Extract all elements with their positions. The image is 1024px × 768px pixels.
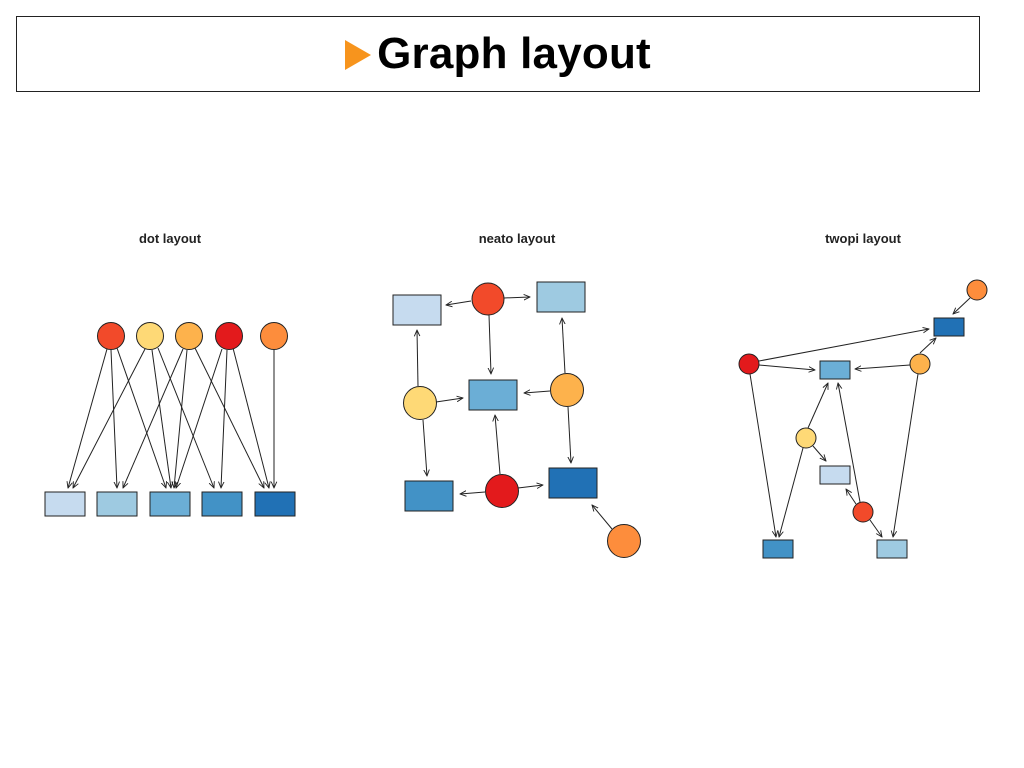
twopi-node-mid-blue bbox=[819, 360, 851, 380]
dot-node-pale-blue bbox=[44, 491, 86, 517]
dot-node-dark-blue bbox=[254, 491, 296, 517]
neato-node-pale-blue bbox=[392, 294, 442, 326]
dot-edge bbox=[116, 347, 166, 488]
twopi-edge bbox=[893, 373, 919, 537]
dot-edge bbox=[176, 348, 223, 488]
dot-edge bbox=[157, 347, 214, 488]
twopi-edge bbox=[838, 383, 861, 503]
title-bar: Graph layout bbox=[16, 16, 980, 92]
neato-edge bbox=[517, 485, 543, 488]
neato-edge bbox=[417, 330, 418, 387]
neato-edge bbox=[562, 318, 565, 374]
twopi-edge bbox=[953, 297, 971, 314]
dot-node-light-orange bbox=[175, 322, 203, 350]
twopi-node-dark-blue bbox=[933, 317, 965, 337]
twopi-node-light-orange bbox=[909, 353, 931, 375]
dot-edge bbox=[110, 349, 117, 488]
neato-edges bbox=[417, 297, 613, 530]
twopi-node-light-yellow bbox=[795, 427, 817, 449]
twopi-node-light-blue bbox=[876, 539, 908, 559]
neato-edge bbox=[592, 505, 613, 530]
twopi-layout-graph bbox=[738, 279, 988, 559]
dot-edge bbox=[232, 347, 269, 488]
neato-edge bbox=[524, 391, 551, 393]
neato-node-light-blue bbox=[536, 281, 586, 313]
neato-node-red-orange bbox=[471, 282, 505, 316]
twopi-edges bbox=[749, 297, 971, 537]
dot-edge bbox=[221, 349, 228, 488]
neato-node-dark-blue bbox=[548, 467, 598, 499]
dot-edge bbox=[123, 348, 184, 488]
neato-layout-label: neato layout bbox=[479, 231, 556, 246]
neato-edge bbox=[568, 406, 571, 463]
slide-title: Graph layout bbox=[377, 29, 651, 78]
twopi-layout-label: twopi layout bbox=[825, 231, 902, 246]
neato-edge bbox=[489, 314, 491, 374]
dot-node-mid-blue bbox=[149, 491, 191, 517]
dot-layout-graph bbox=[44, 322, 296, 517]
twopi-edge bbox=[749, 373, 776, 537]
twopi-edge bbox=[807, 383, 829, 429]
neato-layout-graph bbox=[392, 281, 641, 558]
twopi-edge bbox=[919, 338, 936, 354]
neato-edge bbox=[446, 300, 472, 305]
neato-node-blue bbox=[404, 480, 454, 512]
neato-node-orange bbox=[607, 524, 641, 558]
neato-edge bbox=[460, 492, 486, 494]
dot-node-red-orange bbox=[97, 322, 125, 350]
neato-edge bbox=[495, 415, 501, 475]
dot-node-orange bbox=[260, 322, 288, 350]
twopi-node-red-orange bbox=[852, 501, 874, 523]
play-triangle-icon bbox=[345, 40, 372, 70]
twopi-edge bbox=[869, 519, 882, 537]
neato-node-mid-blue bbox=[468, 379, 518, 411]
twopi-edge bbox=[779, 447, 804, 537]
dot-edge bbox=[194, 347, 264, 488]
dot-layout-label: dot layout bbox=[139, 231, 202, 246]
twopi-edge bbox=[758, 329, 929, 362]
dot-edge bbox=[174, 349, 188, 488]
twopi-edge bbox=[855, 364, 911, 369]
twopi-node-red bbox=[738, 353, 760, 375]
dot-node-light-yellow bbox=[136, 322, 164, 350]
neato-node-light-yellow bbox=[403, 386, 437, 420]
dot-node-blue bbox=[201, 491, 243, 517]
dot-node-light-blue bbox=[96, 491, 138, 517]
dot-edge bbox=[73, 348, 146, 488]
dot-node-red bbox=[215, 322, 243, 350]
twopi-edge bbox=[846, 489, 857, 505]
dot-edge bbox=[151, 349, 171, 488]
twopi-node-blue bbox=[762, 539, 794, 559]
neato-edge bbox=[435, 398, 463, 403]
dot-edge bbox=[68, 348, 108, 488]
twopi-node-pale-blue bbox=[819, 465, 851, 485]
neato-node-light-orange bbox=[550, 373, 584, 407]
neato-edge bbox=[422, 419, 427, 476]
neato-edge bbox=[503, 297, 530, 298]
twopi-edge bbox=[758, 364, 815, 370]
twopi-node-orange bbox=[966, 279, 988, 301]
dot-edges bbox=[68, 347, 274, 488]
neato-node-red bbox=[485, 474, 519, 508]
twopi-edge bbox=[812, 445, 826, 461]
